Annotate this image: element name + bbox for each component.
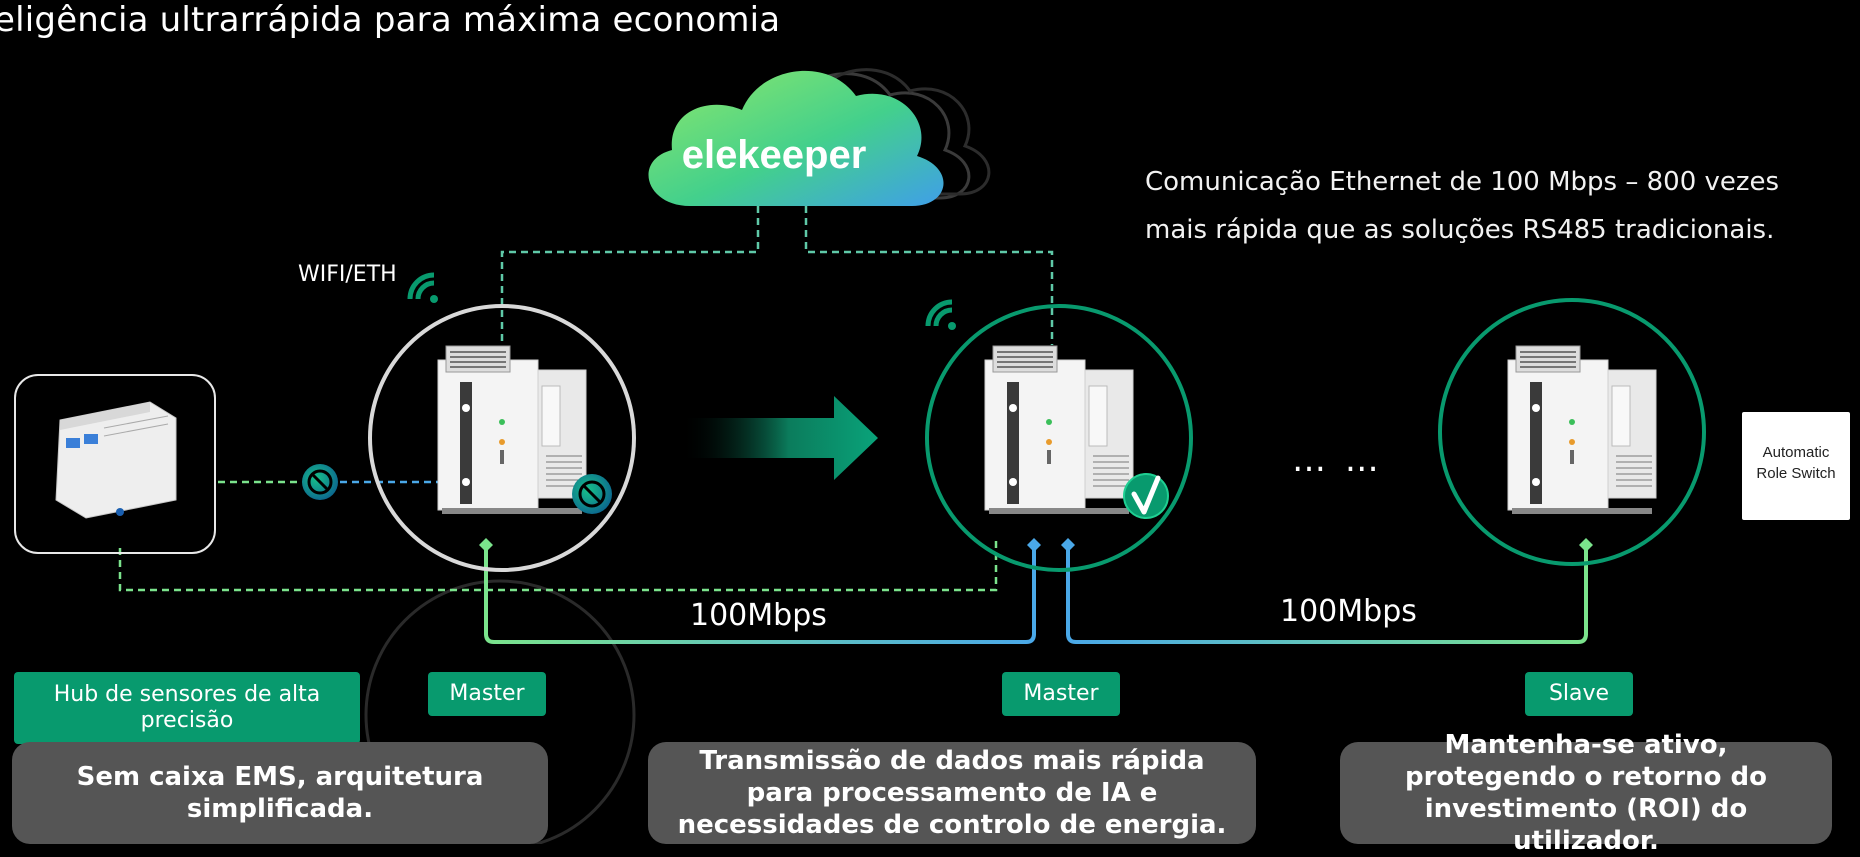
caption-right: Mantenha-se ativo, protegendo o retorno … (1340, 730, 1832, 856)
ghost-circle (364, 579, 636, 844)
slave-badge: Slave (1525, 672, 1633, 716)
more-units-ellipsis: … … (1292, 440, 1383, 480)
speed-label-left: 100Mbps (690, 598, 827, 633)
master-new-circle (925, 304, 1193, 572)
master-old-circle (368, 304, 636, 572)
page-title: eligência ultrarrápida para máxima econo… (0, 0, 781, 40)
role-switch-line1: Automatic (1762, 444, 1830, 461)
caption-left: Sem caixa EMS, arquitetura simplificada. (12, 742, 548, 844)
speed-label-right: 100Mbps (1280, 594, 1417, 629)
wifi-icon (928, 302, 956, 330)
check-icon (1123, 473, 1169, 519)
master-badge-center: Master (1002, 672, 1120, 716)
inverter-icon (984, 345, 1134, 515)
cloud-icon: elekeeper (648, 68, 991, 206)
blocked-icon (572, 474, 612, 514)
inverter-icon (1507, 345, 1657, 515)
cloud-logo: elekeeper (682, 133, 867, 177)
ethernet-info-text: Comunicação Ethernet de 100 Mbps – 800 v… (1145, 167, 1780, 245)
sensor-hub-icon (55, 401, 177, 519)
ethernet-links (118, 206, 1054, 592)
arrow-right-icon (680, 396, 878, 480)
master-badge-left: Master (428, 672, 546, 716)
role-switch-box: Automatic Role Switch (1742, 412, 1850, 520)
role-switch-line2: Role Switch (1756, 465, 1836, 482)
wifi-icon (410, 275, 438, 303)
caption-center: Transmissão de dados mais rápida para pr… (648, 742, 1256, 844)
bus-links (479, 538, 1593, 644)
hub-badge: Hub de sensores de alta precisão (14, 672, 360, 744)
blocked-icon (302, 464, 338, 500)
slave-circle (1438, 298, 1706, 566)
wifi-eth-label: WIFI/ETH (298, 262, 397, 287)
inverter-icon (437, 345, 587, 515)
sensor-hub-frame (14, 374, 216, 554)
